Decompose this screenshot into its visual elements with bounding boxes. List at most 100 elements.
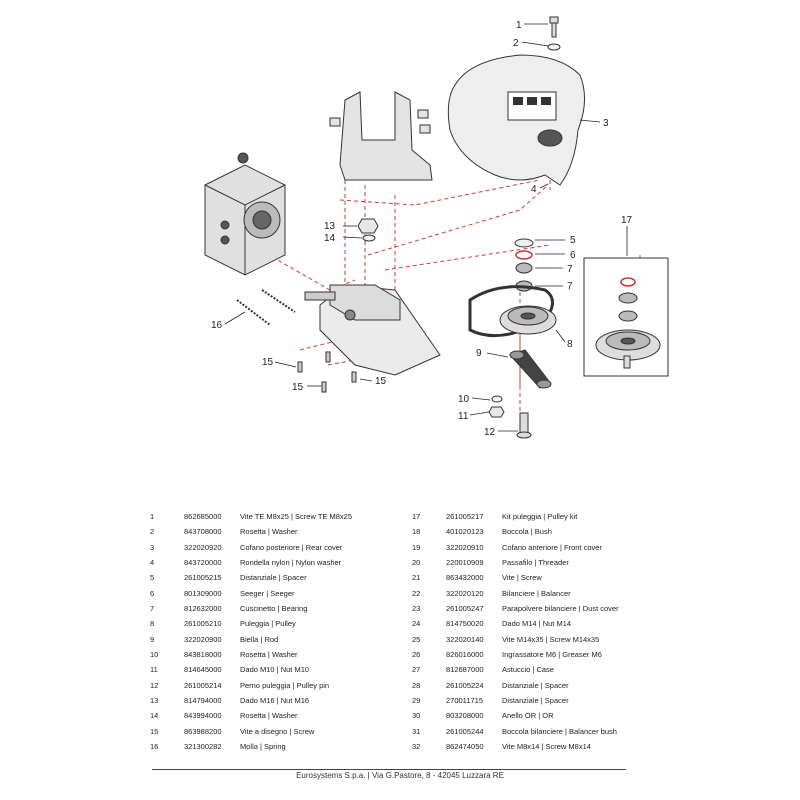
part-description: Cofano posteriore | Rear cover xyxy=(240,542,343,552)
part-number: 14 xyxy=(150,711,159,721)
part-number: 15 xyxy=(150,726,159,736)
callout-number: 1 xyxy=(516,20,522,31)
bearing-part xyxy=(515,262,533,274)
part-description: Puleggia | Pulley xyxy=(240,619,296,629)
part-number: 26 xyxy=(412,649,421,659)
washer-part-14 xyxy=(362,234,376,242)
footer-address: Eurosystems S.p.a. | Via G.Pastore, 8 - … xyxy=(296,771,504,780)
part-code: 814794000 xyxy=(184,695,222,705)
part-code: 862474050 xyxy=(446,741,484,751)
part-number: 4 xyxy=(150,557,155,567)
part-description: Passafilo | Threader xyxy=(502,557,569,567)
part-code: 322020140 xyxy=(446,634,484,644)
part-description: Vite a disegno | Screw xyxy=(240,726,315,736)
callout-number: 16 xyxy=(211,320,223,331)
callout-number: 15 xyxy=(375,376,387,387)
part-code: 261005224 xyxy=(446,680,484,690)
part-number: 22 xyxy=(412,588,421,598)
part-number: 3 xyxy=(150,542,155,552)
part-description: Anello OR | OR xyxy=(502,711,554,721)
part-code: 843818000 xyxy=(184,649,222,659)
part-code: 863988200 xyxy=(184,726,222,736)
part-description: Rosetta | Washer xyxy=(240,711,298,721)
pulley-kit-box xyxy=(583,257,669,377)
rear-cover-part xyxy=(447,54,585,186)
part-code: 220010909 xyxy=(446,557,484,567)
seeger-part xyxy=(515,250,533,260)
part-code: 322020910 xyxy=(446,542,484,552)
part-row: 19 322020910 Cofano anteriore | Front cove… xyxy=(412,540,662,555)
part-description: Parapolvere bilanciere | Dust cover xyxy=(502,603,619,613)
part-code: 843720000 xyxy=(184,557,222,567)
callout-number: 15 xyxy=(262,357,274,368)
callout-number: 11 xyxy=(458,411,469,422)
part-code: 843708000 xyxy=(184,527,222,537)
part-code: 862685000 xyxy=(184,512,222,521)
callout-number: 3 xyxy=(603,118,609,129)
callout-number: 7 xyxy=(567,281,573,292)
spring-part xyxy=(236,289,296,326)
callout-number: 9 xyxy=(476,348,482,359)
part-description: Dado M14 | Nut M14 xyxy=(502,619,572,629)
part-code: 401020123 xyxy=(446,527,484,537)
washer-part-10 xyxy=(491,395,503,403)
part-number: 20 xyxy=(412,557,421,567)
callout-number: 8 xyxy=(567,339,573,350)
part-number: 19 xyxy=(412,542,421,552)
gearbox-part xyxy=(204,152,286,276)
part-row: 4 843720000 Rondella nylon | Nylon washer xyxy=(150,555,412,570)
callout-number: 12 xyxy=(484,427,496,438)
part-number: 16 xyxy=(150,741,159,751)
support-bracket-part xyxy=(329,91,433,181)
part-code: 812687000 xyxy=(446,665,484,675)
part-number: 27 xyxy=(412,665,421,675)
part-description: Biella | Rod xyxy=(240,634,279,644)
part-description: Distanziale | Spacer xyxy=(502,680,569,690)
part-code: 322020900 xyxy=(184,634,222,644)
part-row: 20 220010909 Passafilo | Threader xyxy=(412,555,662,570)
part-description: Rondella nylon | Nylon washer xyxy=(240,557,342,567)
part-number: 5 xyxy=(150,573,155,583)
part-description: Dado M10 | Nut M10 xyxy=(240,665,310,675)
part-number: 24 xyxy=(412,619,421,629)
part-description: Cofano anteriore | Front cover xyxy=(502,542,602,552)
part-number: 30 xyxy=(412,711,421,721)
part-description: Distanziale | Spacer xyxy=(240,573,307,583)
part-description: Dado M16 | Nut M16 xyxy=(240,695,310,705)
nut-part xyxy=(357,218,379,234)
callout-number: 6 xyxy=(570,250,576,261)
part-code: 863432000 xyxy=(446,573,484,583)
part-description: Ingrassatore M6 | Greaser M6 xyxy=(502,649,602,659)
part-number: 31 xyxy=(412,726,421,736)
callout-leader-lines xyxy=(224,23,628,432)
rod-part xyxy=(509,349,552,389)
part-code: 814645000 xyxy=(184,665,222,675)
callout-number: 13 xyxy=(324,221,336,232)
pulley-pin-part xyxy=(516,412,532,439)
part-description: Seeger | Seeger xyxy=(240,588,295,598)
part-number: 8 xyxy=(150,619,155,629)
part-description: Rosetta | Washer xyxy=(240,649,298,659)
callout-number: 5 xyxy=(570,235,576,246)
part-description: Cuscinetto | Bearing xyxy=(240,603,308,613)
part-description: Distanziale | Spacer xyxy=(502,695,569,705)
